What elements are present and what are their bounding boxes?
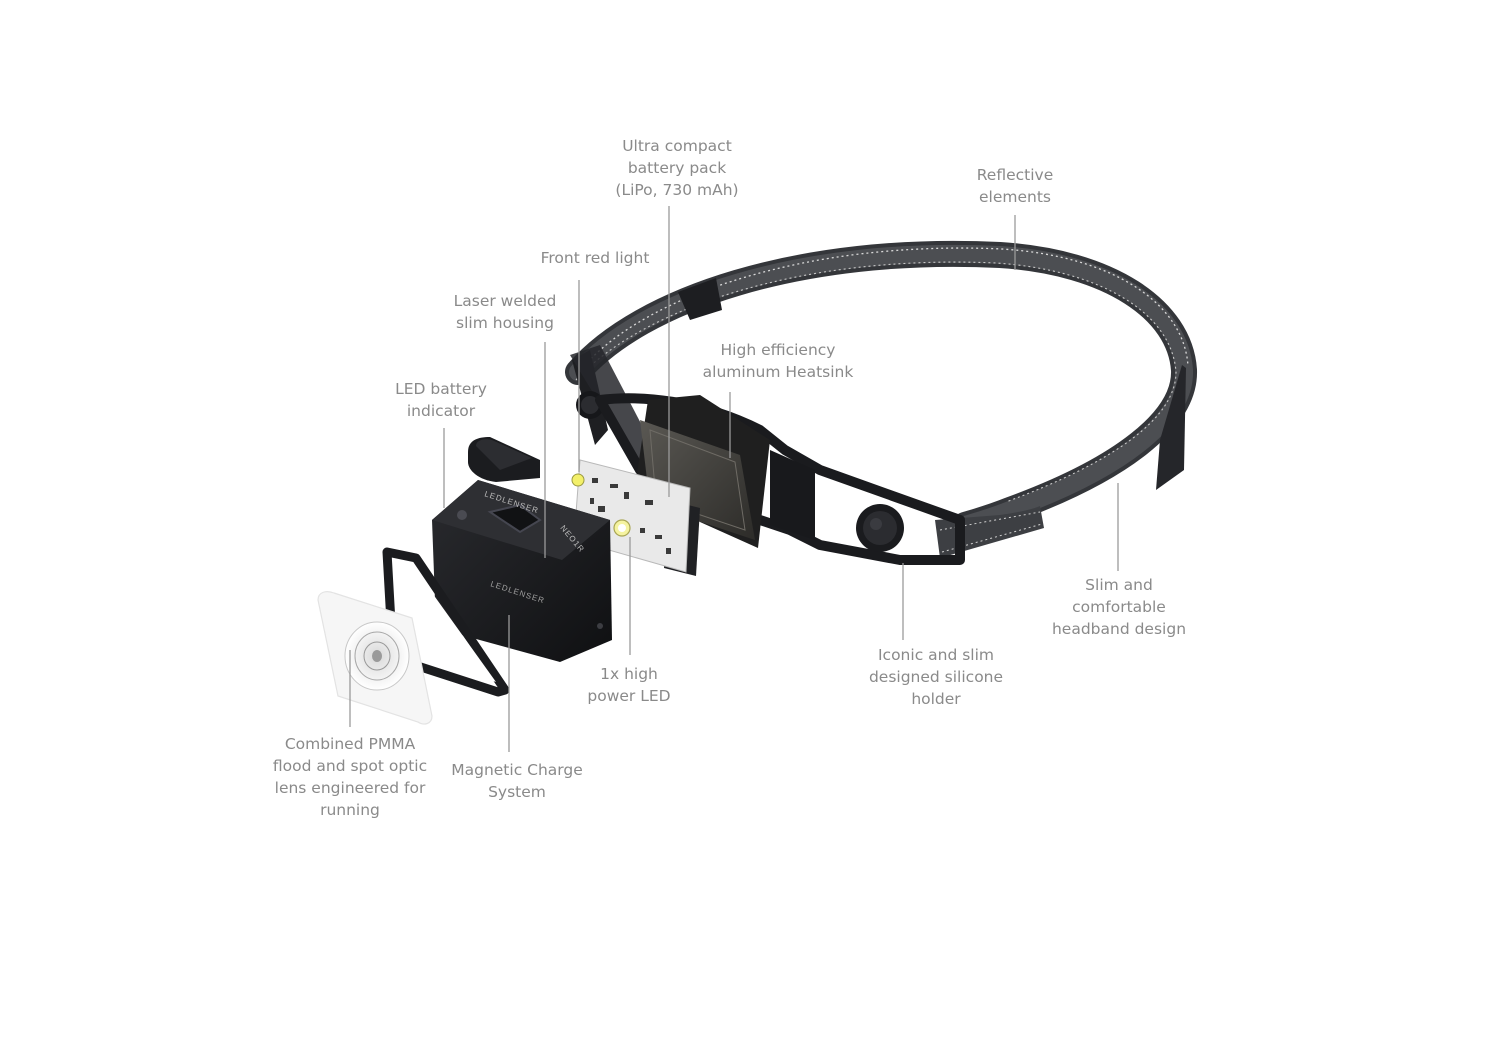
callout-reflective: Reflective elements [976, 166, 1054, 206]
callout-magnetic-charge: Magnetic Charge System [451, 761, 583, 801]
callout-laser-welded: Laser welded slim housing [453, 292, 557, 332]
callout-battery-pack: Ultra compact battery pack (LiPo, 730 mA… [615, 137, 739, 199]
callout-silicone-holder: Iconic and slim designed silicone holder [868, 646, 1004, 708]
callout-heatsink: High efficiency aluminum Heatsink [702, 341, 854, 381]
callout-pmma-optic: Combined PMMA flood and spot optic lens … [272, 735, 428, 819]
callout-front-red: Front red light [540, 249, 650, 267]
silicone-holder [570, 345, 965, 565]
button-cap [468, 437, 540, 482]
pmma-lens [317, 591, 433, 725]
callout-slim-headband: Slim and comfortable headband design [1051, 576, 1187, 638]
callout-power-led: 1x high power LED [587, 665, 671, 705]
slim-housing: LEDLENSER NEO1R LEDLENSER [432, 480, 612, 662]
callout-led-battery: LED battery indicator [395, 380, 487, 420]
leader-lines [349, 206, 1119, 752]
